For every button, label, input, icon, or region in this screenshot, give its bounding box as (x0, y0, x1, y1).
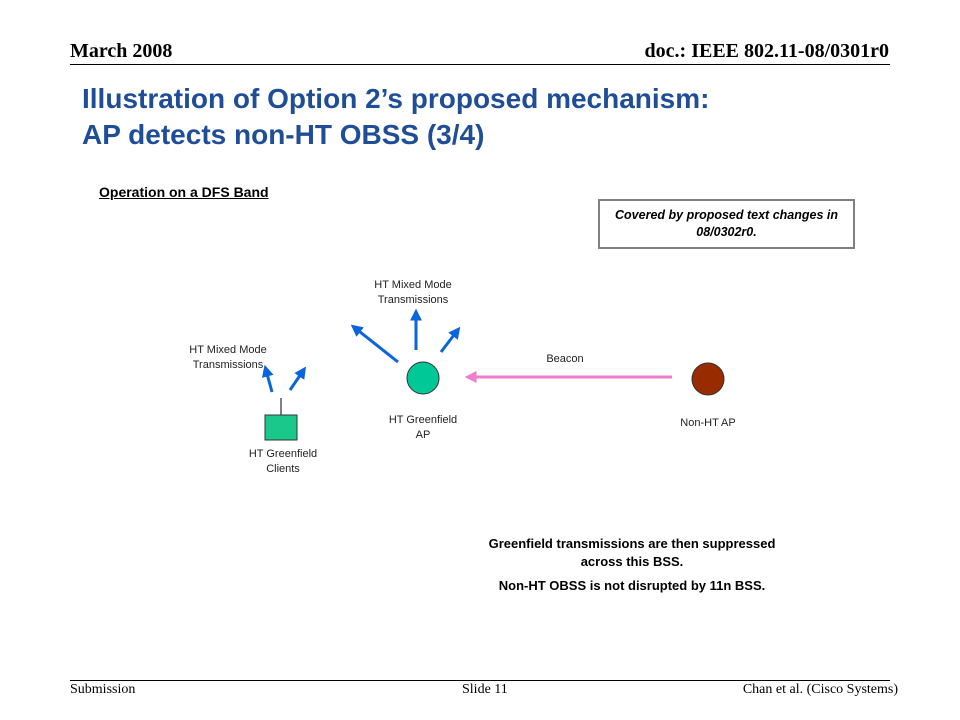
client-transmissions-label-line2: Transmissions (192, 359, 264, 371)
slide-title-line1: Illustration of Option 2’s proposed mech… (82, 83, 710, 114)
ap-transmissions-label: HT Mixed Mode Transmissions (358, 278, 468, 308)
section-subtitle: Operation on a DFS Band (99, 184, 269, 200)
ht-greenfield-clients-label-line2: Clients (266, 463, 300, 475)
conclusion-line2: across this BSS. (580, 554, 684, 569)
header-date: March 2008 (70, 40, 173, 62)
slide-title: Illustration of Option 2’s proposed mech… (82, 81, 902, 153)
client-transmissions-label-line1: HT Mixed Mode (189, 344, 267, 356)
header-rule (70, 64, 890, 65)
ap-transmission-arrow-right (439, 326, 461, 353)
ht-greenfield-ap-label: HT Greenfield AP (373, 413, 473, 443)
client-transmissions-label: HT Mixed Mode Transmissions (173, 343, 283, 373)
ht-greenfield-clients-label-line1: HT Greenfield (248, 448, 318, 460)
ap-transmissions-label-line1: HT Mixed Mode (374, 279, 452, 291)
header-doc-id: doc.: IEEE 802.11-08/0301r0 (644, 40, 889, 62)
ap-transmissions-label-line2: Transmissions (377, 294, 449, 306)
footer-slide-number: Slide 11 (462, 682, 508, 697)
ht-greenfield-clients-label: HT Greenfield Clients (233, 447, 333, 477)
callout-box: Covered by proposed text changes in 08/0… (598, 199, 855, 249)
ht-greenfield-ap-node (406, 361, 440, 395)
callout-text: Covered by proposed text changes in 08/0… (615, 208, 838, 239)
ht-greenfield-ap-label-line2: AP (415, 429, 431, 441)
ht-greenfield-ap-label-line1: HT Greenfield (388, 414, 458, 426)
footer-submission: Submission (70, 682, 136, 697)
footer-authors: Chan et al. (Cisco Systems) (742, 682, 898, 697)
beacon-label: Beacon (546, 353, 584, 365)
client-transmission-arrow-right (288, 366, 307, 391)
footer-rule (70, 680, 890, 681)
slide-title-line2: AP detects non-HT OBSS (3/4) (82, 119, 485, 150)
conclusion-text: Greenfield transmissions are then suppre… (432, 535, 832, 595)
non-ht-ap-label: Non-HT AP (680, 417, 736, 429)
conclusion-line3: Non-HT OBSS is not disrupted by 11n BSS. (498, 578, 766, 593)
ht-greenfield-client-node (264, 414, 298, 441)
ap-transmission-arrow-left (350, 324, 399, 364)
conclusion-line1: Greenfield transmissions are then suppre… (488, 536, 776, 551)
client-transmission-arrow-left (261, 364, 274, 393)
non-ht-ap-node (691, 362, 725, 396)
